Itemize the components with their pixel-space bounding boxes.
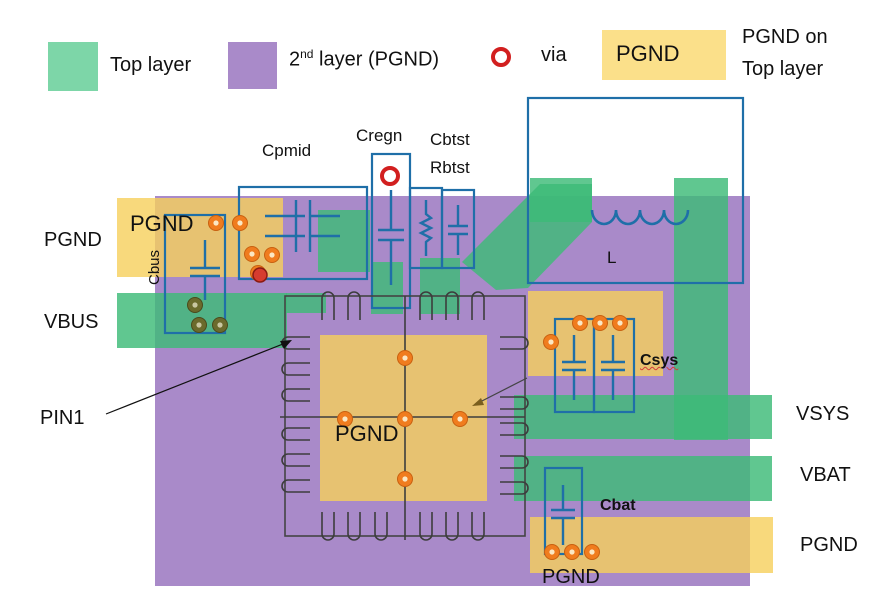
legend-top-layer-swatch	[48, 42, 98, 91]
cpmid-label: Cpmid	[262, 141, 312, 160]
cbus-label: Cbus	[146, 249, 163, 285]
pgnd-center-label: PGND	[335, 421, 399, 446]
legend-pgnd-on-top-line1: PGND on	[742, 26, 828, 48]
vias	[187, 166, 628, 560]
cpmid-pad-right	[318, 210, 370, 272]
pgnd-inner-label: PGND	[130, 211, 194, 236]
component-outlines	[163, 96, 745, 556]
pin1-label: PIN1	[40, 407, 85, 429]
vsys-trace	[514, 395, 772, 439]
rbtst-label: Rbtst	[430, 158, 470, 177]
vbus-label: VBUS	[44, 311, 99, 333]
vbat-trace	[514, 456, 772, 501]
pgnd-left-pour	[117, 198, 283, 277]
legend-top-layer-label: Top layer	[110, 54, 192, 76]
legend-pgnd-box-label: PGND	[616, 41, 680, 66]
inductor-label: L	[607, 248, 617, 267]
vbus-to-pin-trace	[286, 293, 326, 313]
top-layer-copper	[117, 178, 772, 501]
cbtst-trace	[420, 258, 460, 314]
legend-via-icon	[491, 47, 511, 67]
thermal-pad-arrow	[472, 377, 528, 406]
capacitor-symbols	[190, 190, 690, 545]
pgnd-csys-pour	[528, 291, 663, 376]
legend-pgnd-on-top-line2: Top layer	[742, 58, 824, 80]
csys-label: Csys	[640, 352, 679, 369]
pgnd-bottom-label: PGND	[542, 566, 600, 588]
cregn-trace	[371, 262, 403, 314]
pgnd-left-label: PGND	[44, 229, 102, 251]
pgnd-bottom-pour	[530, 517, 773, 573]
cbat-label: Cbat	[600, 497, 636, 514]
pin1-arrow	[105, 340, 292, 415]
legend-pgnd-swatch	[602, 30, 726, 80]
inductor-pad-left	[530, 178, 592, 222]
pgnd-right-label: PGND	[800, 534, 858, 556]
cregn-label: Cregn	[356, 126, 403, 145]
legend-second-layer-swatch	[228, 42, 277, 89]
vbat-label: VBAT	[800, 464, 851, 486]
cpmid-via	[252, 267, 268, 283]
legend-via-label: via	[541, 44, 567, 66]
legend-second-layer-label: 2nd layer (PGND)	[289, 47, 440, 71]
cregn-via	[380, 166, 400, 186]
cbtst-label: Cbtst	[430, 130, 470, 149]
vsys-label: VSYS	[796, 403, 850, 425]
